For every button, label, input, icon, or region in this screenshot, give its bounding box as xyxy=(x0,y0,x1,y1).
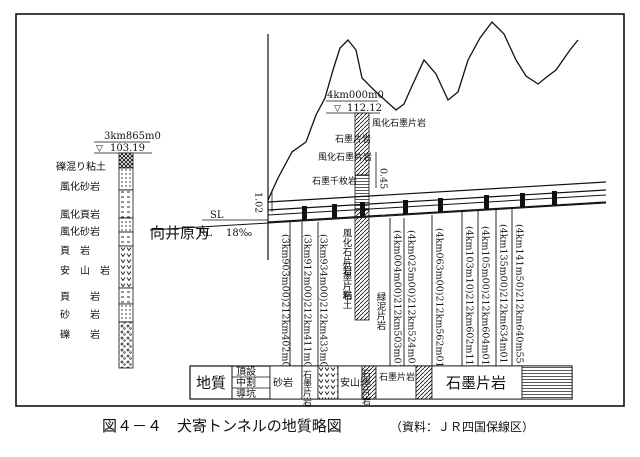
borehole-right-elevation: 112.12 xyxy=(347,103,382,114)
layer-label: 風化頁岩 xyxy=(60,208,100,221)
dim-045: 0.45 xyxy=(378,168,389,189)
terrain-profile xyxy=(267,21,579,201)
layer-label: 風化砂岩 xyxy=(60,180,100,193)
figure-source: （資料：ＪＲ四国保線区） xyxy=(390,419,534,434)
legend-unit: 石墨片岩 xyxy=(379,371,415,383)
layer-label: 風化石墨片岩 xyxy=(372,117,426,129)
layer-label: 頁 岩 xyxy=(60,244,90,257)
borehole-right-elev-marker: ▽ xyxy=(334,104,341,114)
legend-unit: 石墨片岩 xyxy=(360,369,371,406)
legend-title: 地質 xyxy=(196,374,226,392)
borehole-right: 4km000m0 ▽ 112.12 風化石墨片岩 石墨片岩 風化石墨片岩 石墨千… xyxy=(312,90,426,331)
borehole-right-station: 4km000m0 xyxy=(327,90,384,101)
legend-unit: 石墨片岩 xyxy=(446,374,506,392)
borehole-left: 3km865m0 ▽ 103.19 礫混り粘土 風化砂岩 風化頁岩 風化砂岩 頁… xyxy=(56,131,161,369)
borehole-left-elevation: 103.19 xyxy=(110,143,145,154)
layer-label: 石墨千枚岩 xyxy=(312,175,357,187)
layer-label: 緑泥片岩 xyxy=(375,291,387,331)
tunnel xyxy=(149,181,607,231)
borehole-left-elev-marker: ▽ xyxy=(96,144,103,154)
station-label: (4km105m00)212km604m01 xyxy=(480,226,491,366)
station-label: (4km135m00)212km634m01 xyxy=(498,224,509,364)
layer-label: 礫混り粘土 xyxy=(56,160,106,173)
dim-102: 1.02 xyxy=(253,192,264,213)
station-label: (4km025m00)212km524m01 xyxy=(406,230,417,370)
legend-unit: 石墨片岩 xyxy=(301,370,312,407)
legend-row: 中割 xyxy=(236,376,256,389)
station-label: (3km903m00)212km402m01 xyxy=(280,234,291,374)
rl-label: RL xyxy=(198,228,213,239)
outer-border xyxy=(15,13,625,407)
layer-label: 風化砂岩 xyxy=(60,225,100,238)
grade-direction-label: 向井原方 xyxy=(150,224,210,242)
station-label: (3km934m00)212km433m01 xyxy=(318,234,329,374)
layer-label: 風化石墨片岩 xyxy=(318,151,372,163)
geology-legend: 地質 頂設 中割 導坑 砂岩 石墨片岩 安山岩 石墨片岩 石墨片岩 石墨片岩 xyxy=(189,365,573,407)
station-label: (4km141m50)212km640m55 xyxy=(514,224,525,364)
legend-row: 頂設 xyxy=(236,365,256,378)
station-label: (4km103m10)212km602m11 xyxy=(464,226,475,366)
station-label: (4km063m00)212km562m01 xyxy=(434,228,445,368)
layer-label: 風化石片岩 xyxy=(341,228,353,276)
station-label: (3km912m00)212km411m01 xyxy=(302,234,313,374)
borehole-left-station: 3km865m0 xyxy=(104,131,161,142)
legend-row: 導坑 xyxy=(236,387,256,400)
grade-label: 18‰ xyxy=(226,228,252,239)
station-markers: (3km903m00)212km402m01 (3km912m00)212km4… xyxy=(280,209,525,374)
layer-label: 石墨片岩 xyxy=(335,133,371,145)
layer-label: 石墨片岩 xyxy=(341,262,353,301)
layer-label: 礫 岩 xyxy=(60,328,100,341)
figure-caption: 図４－４ 犬寄トンネルの地質略図 xyxy=(102,417,342,435)
layer-label: 粘土 xyxy=(341,289,353,309)
legend-unit: 砂岩 xyxy=(273,376,293,389)
station-label: (4km004m00)212km503m01 xyxy=(392,230,403,370)
sl-label: SL xyxy=(210,210,224,221)
layer-label: 砂 岩 xyxy=(60,308,100,321)
layer-label: 安 山 岩 xyxy=(60,264,110,277)
layer-label: 頁 岩 xyxy=(60,290,100,303)
